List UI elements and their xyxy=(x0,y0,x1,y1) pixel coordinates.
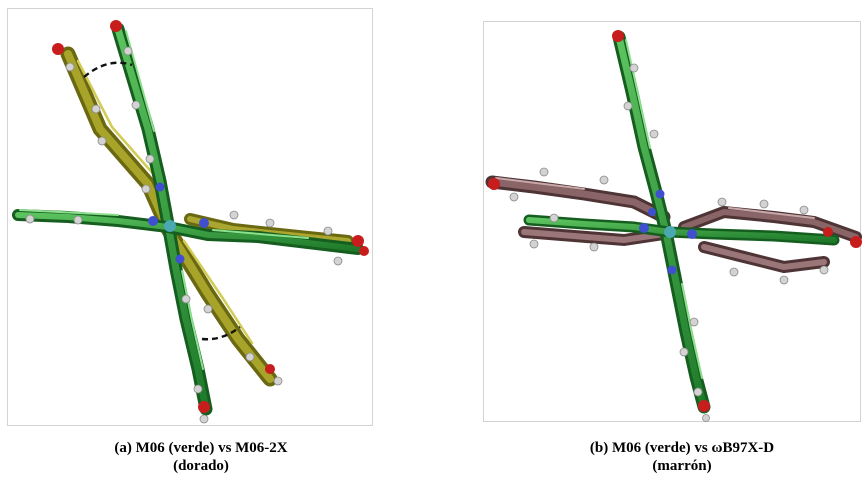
metal-centre xyxy=(164,220,176,232)
caption-b-line1: (b) M06 (verde) vs ωB97X-D xyxy=(589,440,775,456)
torsion-arcs xyxy=(83,61,241,341)
caption-a-line1: (a) M06 (verde) vs M06-2X xyxy=(114,440,288,456)
overlay-ligand-brown xyxy=(485,175,862,274)
atoms-nitrogen xyxy=(148,182,209,264)
atoms-nitrogen xyxy=(639,189,697,275)
atoms-oxygen xyxy=(488,30,862,412)
caption-panel-a: (a) M06 (verde) vs M06-2X (dorado) xyxy=(60,439,342,475)
caption-a-line2: (dorado) xyxy=(173,458,229,474)
panel-a-molecule-image xyxy=(7,8,373,426)
panel-b-structure xyxy=(485,30,862,422)
panel-a-structure xyxy=(12,20,369,424)
atoms-oxygen xyxy=(52,20,369,413)
atoms-hydrogen xyxy=(509,63,829,422)
atoms-hydrogen xyxy=(25,46,343,424)
metal-centre xyxy=(664,226,676,238)
caption-panel-b: (b) M06 (verde) vs ωB97X-D (marrón) xyxy=(532,439,832,475)
caption-b-line2: (marrón) xyxy=(652,458,712,474)
panel-b-molecule-image xyxy=(483,21,862,422)
